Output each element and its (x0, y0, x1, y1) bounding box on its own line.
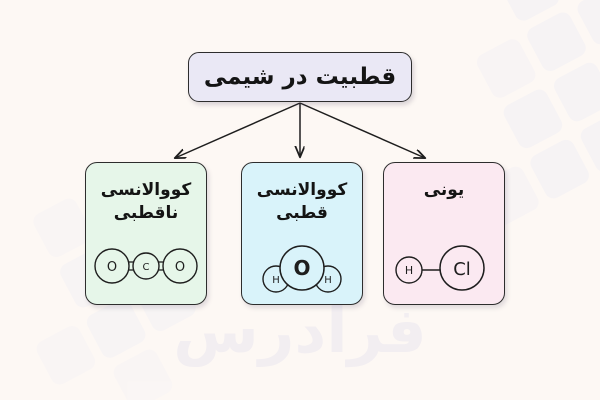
node-nonpolar-covalent: کووالانسی ناقطبی O C O (85, 162, 207, 305)
atom-chlorine (439, 245, 485, 291)
atom-label: H (272, 275, 280, 286)
node-label-line: کووالانسی (256, 180, 348, 200)
atom-label: H (405, 264, 413, 277)
atom-label: O (107, 260, 117, 275)
molecule-h2o: O H H (242, 240, 362, 296)
arrow-to-nonpolar-covalent (175, 102, 301, 158)
node-label-line: ناقطبی (113, 202, 179, 223)
node-label-line: قطبی (276, 202, 328, 223)
atom-label: Cl (453, 259, 471, 280)
node-label-line: یونی (423, 180, 465, 200)
node-polar-covalent: کووالانسی قطبی O H H (241, 162, 363, 305)
molecule-co2: O C O (86, 240, 206, 296)
atom-label: O (175, 260, 185, 275)
node-label-line: کووالانسی (100, 180, 192, 200)
diagram-root-node: قطبیت در شیمی (188, 52, 412, 102)
arrow-to-ionic (299, 102, 425, 158)
atom-carbon (132, 252, 160, 280)
watermark-text: فرادرس (173, 294, 427, 367)
page-title: قطبیت در شیمی (203, 64, 397, 90)
atom-hydrogen (395, 256, 423, 284)
node-label-ionic: یونی (418, 179, 471, 202)
atom-label: H (324, 275, 332, 286)
atom-oxygen-right (162, 248, 198, 284)
atom-oxygen (279, 245, 325, 291)
atom-label: C (143, 262, 150, 273)
molecule-hcl: H Cl (384, 240, 504, 296)
node-ionic: یونی H Cl (383, 162, 505, 305)
node-label-polar-covalent: کووالانسی قطبی (251, 179, 353, 225)
atom-oxygen-left (94, 248, 130, 284)
atom-label: O (293, 256, 310, 280)
node-label-nonpolar-covalent: کووالانسی ناقطبی (95, 179, 197, 225)
